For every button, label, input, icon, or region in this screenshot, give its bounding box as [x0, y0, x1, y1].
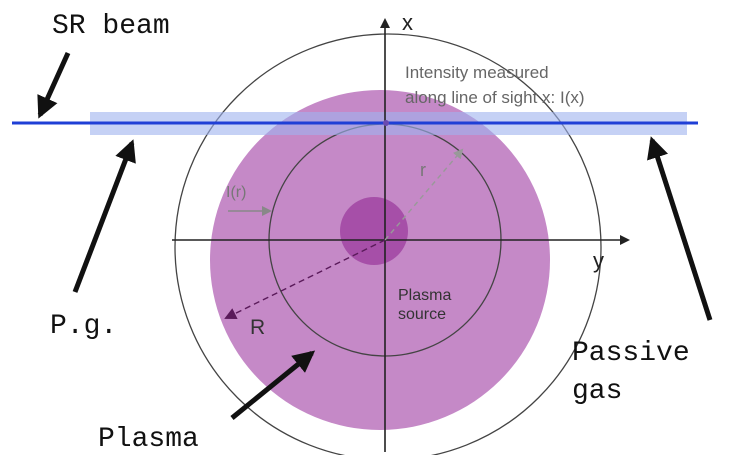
plasma-outline-circle — [174, 33, 602, 455]
passive-gas-label-line1: Passive — [572, 338, 690, 369]
plasma-source-label-line1: Plasma — [398, 287, 451, 304]
plasma-label: Plasma — [98, 424, 199, 455]
passive-gas-arrow — [647, 136, 713, 321]
axis-x-label: x — [402, 10, 413, 35]
sr-beam-arrow — [37, 51, 71, 119]
intensity-annotation-line2: along line of sight x: I(x) — [405, 88, 585, 107]
plasma-source-disk — [340, 197, 408, 265]
beam-axis-intersection — [383, 120, 389, 126]
plasma-arrow — [230, 350, 316, 420]
pg-arrow — [72, 139, 136, 293]
sr-beam-label: SR beam — [52, 11, 170, 42]
plasma-source-label-line2: source — [398, 306, 446, 323]
axis-y-label: y — [593, 248, 604, 273]
radius-r-line — [384, 148, 464, 241]
intensity-annotation-line1: Intensity measured — [405, 63, 549, 82]
radius-r-label: r — [420, 160, 426, 180]
radius-R-label: R — [250, 316, 265, 339]
pg-label: P.g. — [50, 311, 117, 342]
intensity-r-label: I(r) — [226, 184, 246, 201]
passive-gas-label-line2: gas — [572, 376, 622, 407]
